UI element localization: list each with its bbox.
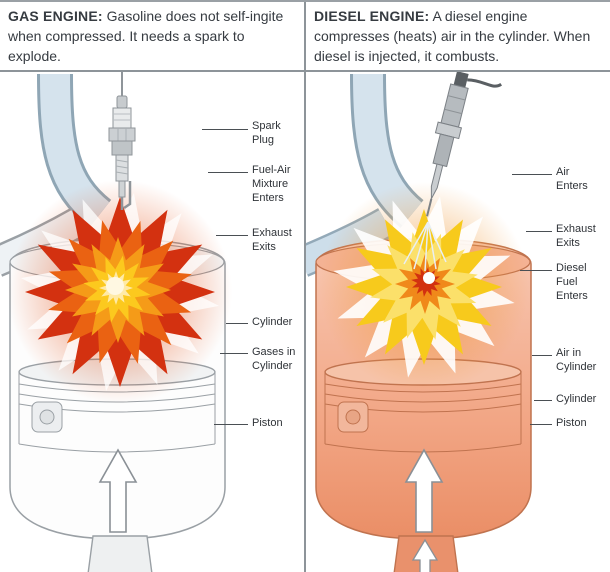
- spark-plug: [108, 72, 136, 210]
- label-piston: Piston: [252, 417, 283, 429]
- leader-line: [216, 235, 248, 236]
- label-air-enters: Air Enters: [556, 166, 588, 192]
- label-cylinder: Cylinder: [556, 393, 597, 405]
- explosion: [317, 180, 531, 394]
- gas-engine-illustration: [0, 72, 233, 572]
- leader-line: [532, 355, 552, 356]
- small-up-arrow: [411, 538, 439, 572]
- panel-diesel-engine: DIESEL ENGINE: A diesel engine compresse…: [306, 2, 610, 572]
- leader-line: [226, 323, 248, 324]
- diesel-engine-header: DIESEL ENGINE: A diesel engine compresse…: [306, 2, 610, 72]
- gas-engine-illustration-area: Spark Plug Fuel-Air Mixture Enters Exhau…: [0, 72, 304, 572]
- diesel-engine-illustration: [306, 72, 532, 572]
- label-gases: Gases in Cylinder: [252, 346, 296, 372]
- label-fuel-air: Fuel-Air Mixture Enters: [252, 164, 291, 204]
- crank-stem: [87, 535, 153, 572]
- panel-gas-engine: GAS ENGINE: Gasoline does not self-ingit…: [0, 2, 304, 572]
- label-cylinder: Cylinder: [252, 316, 293, 328]
- panel-divider: [304, 2, 306, 572]
- label-diesel-fuel: Diesel Fuel Enters: [556, 262, 588, 302]
- leader-line: [214, 424, 248, 425]
- diesel-engine-title: DIESEL ENGINE:: [314, 8, 430, 24]
- gas-engine-description: Gasoline does not self-ingite when compr…: [8, 8, 284, 64]
- leader-line: [202, 129, 248, 130]
- fuel-injector: [426, 72, 503, 217]
- leader-line: [530, 424, 552, 425]
- explosion: [7, 179, 233, 405]
- leader-line: [526, 231, 552, 232]
- label-exhaust-exits: Exhaust Exits: [556, 223, 596, 249]
- leader-line: [512, 174, 552, 175]
- fuel-spray: [403, 221, 447, 272]
- up-arrow: [98, 448, 138, 533]
- label-spark-plug: Spark Plug: [252, 120, 281, 146]
- leader-line: [520, 270, 552, 271]
- label-air-in-cylinder: Air in Cylinder: [556, 347, 597, 373]
- gas-engine-title: GAS ENGINE:: [8, 8, 103, 24]
- gas-engine-header: GAS ENGINE: Gasoline does not self-ingit…: [0, 2, 304, 72]
- diesel-engine-description: A diesel engine compresses (heats) air i…: [314, 8, 591, 64]
- leader-line: [220, 353, 248, 354]
- label-exhaust-exits: Exhaust Exits: [252, 227, 292, 253]
- leader-line: [534, 400, 552, 401]
- leader-line: [208, 172, 248, 173]
- diesel-engine-illustration-area: Air Enters Exhaust Exits Diesel Fuel Ent…: [306, 72, 610, 572]
- up-arrow: [404, 448, 444, 533]
- label-piston: Piston: [556, 417, 587, 429]
